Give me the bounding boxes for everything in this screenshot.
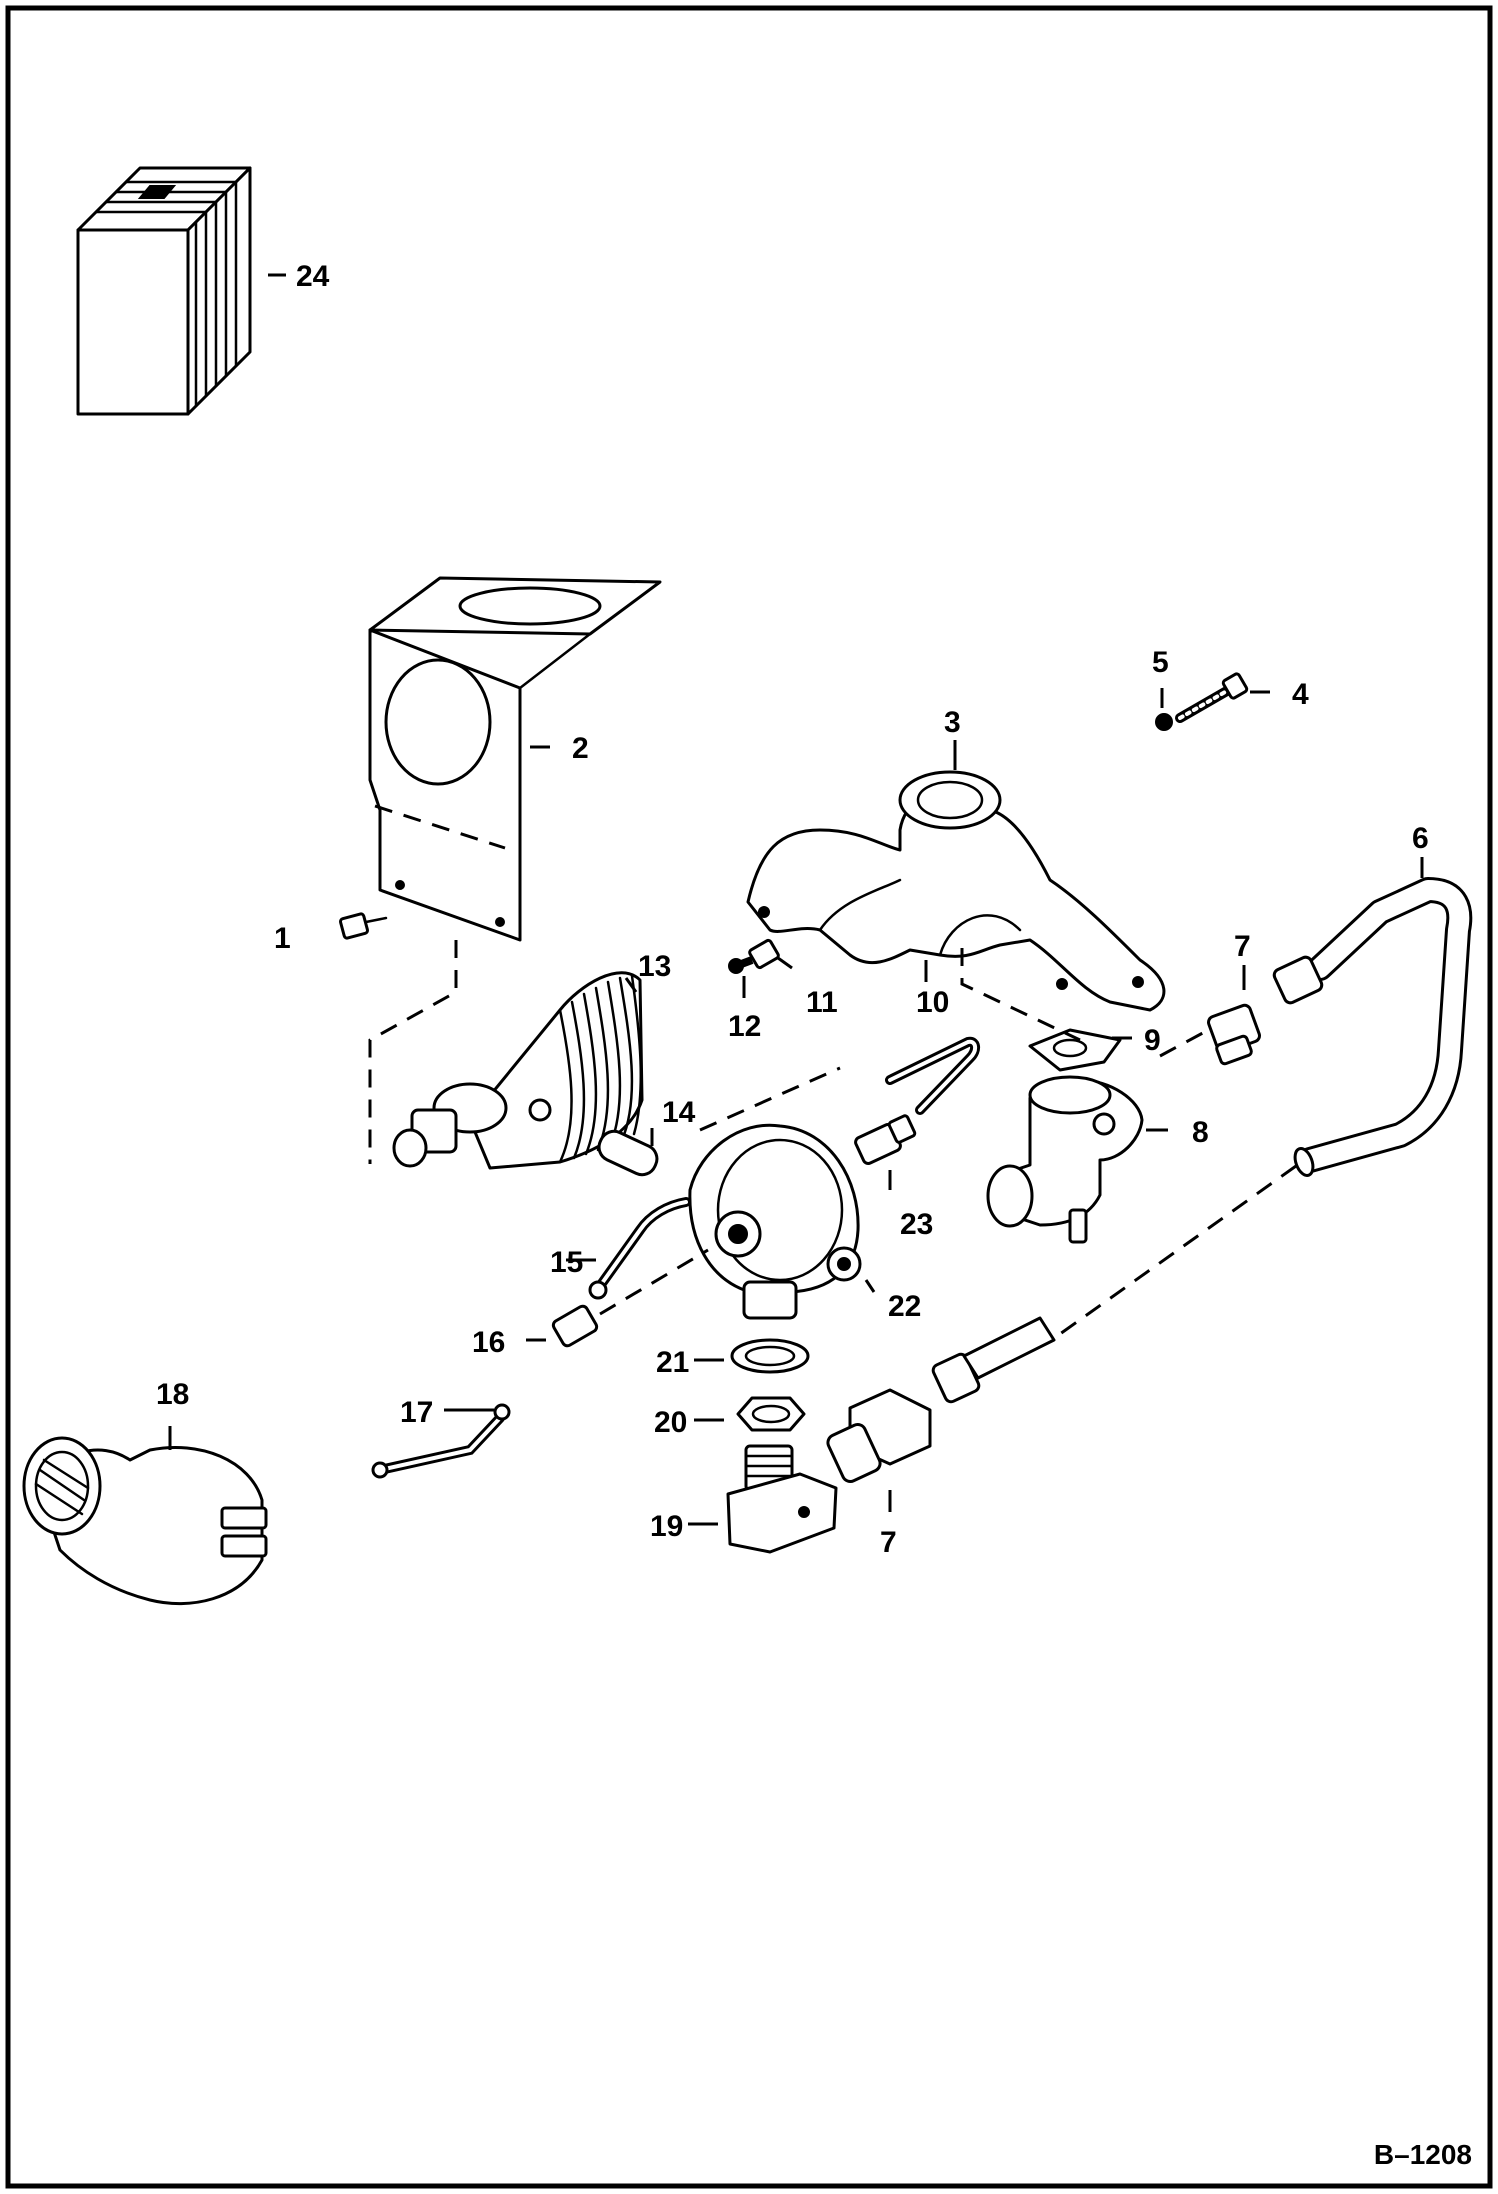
callout-2: 2	[572, 732, 589, 765]
oil-line-upper	[885, 1036, 980, 1115]
part-23-fitting	[854, 1114, 917, 1165]
callout-16: 16	[472, 1326, 505, 1359]
callout-6: 6	[1412, 822, 1429, 855]
part-3-exhaust-manifold	[746, 770, 1166, 1012]
part-1-screw	[338, 912, 388, 940]
part-8-elbow	[986, 1075, 1144, 1244]
part-18-elbow-hose	[22, 1436, 268, 1606]
diagram-border	[5, 5, 1493, 2189]
part-5-nut	[1155, 713, 1173, 731]
callout-8: 8	[1192, 1116, 1209, 1149]
callout-14: 14	[662, 1096, 696, 1129]
callout-labels: 24 2 3 5 4 6 7 1 13 11 12 10 9 8 14 23 1…	[156, 260, 1429, 1559]
part-15-oil-line	[588, 1197, 691, 1300]
callout-3: 3	[944, 706, 961, 739]
callout-21: 21	[656, 1346, 689, 1379]
part-14-sleeve	[597, 1129, 659, 1177]
part-2-heat-shield	[368, 576, 662, 942]
callout-15: 15	[550, 1246, 583, 1279]
part-9-gasket	[1028, 1028, 1122, 1072]
callout-22: 22	[888, 1290, 921, 1323]
callout-5: 5	[1152, 646, 1169, 679]
part-16-fitting	[551, 1304, 599, 1348]
callout-18: 18	[156, 1378, 189, 1411]
part-7-fitting-upper	[1207, 1003, 1261, 1066]
part-13-muffler	[392, 971, 644, 1170]
part-4-bolt	[1175, 672, 1249, 723]
pipe-nipple	[931, 1316, 1056, 1404]
figure-id: B–1208	[1374, 2139, 1472, 2170]
callout-20: 20	[654, 1406, 687, 1439]
part-6-pipe	[1272, 877, 1473, 1177]
part-22-turbo-body	[688, 1123, 862, 1320]
callout-7-lower: 7	[880, 1526, 897, 1559]
callout-12: 12	[728, 1010, 761, 1043]
part-12-washer	[728, 958, 744, 974]
part-19-elbow	[726, 1444, 838, 1554]
part-7-fitting-lower	[826, 1388, 932, 1483]
part-20-nut	[736, 1396, 806, 1432]
callout-19: 19	[650, 1510, 683, 1543]
part-21-ring	[730, 1338, 810, 1374]
callout-13: 13	[638, 950, 671, 983]
callout-9: 9	[1144, 1024, 1161, 1057]
callout-7-upper: 7	[1234, 930, 1251, 963]
callout-1: 1	[274, 922, 291, 955]
callout-23: 23	[900, 1208, 933, 1241]
part-24-filter-element	[76, 166, 252, 416]
callout-24: 24	[296, 260, 330, 293]
part-17-oil-line	[371, 1403, 511, 1479]
leader-lines	[168, 273, 1424, 1526]
callout-4: 4	[1292, 678, 1309, 711]
callout-17: 17	[400, 1396, 433, 1429]
assembly-lines	[368, 940, 1297, 1336]
callout-10: 10	[916, 986, 949, 1019]
callout-11: 11	[806, 986, 838, 1019]
